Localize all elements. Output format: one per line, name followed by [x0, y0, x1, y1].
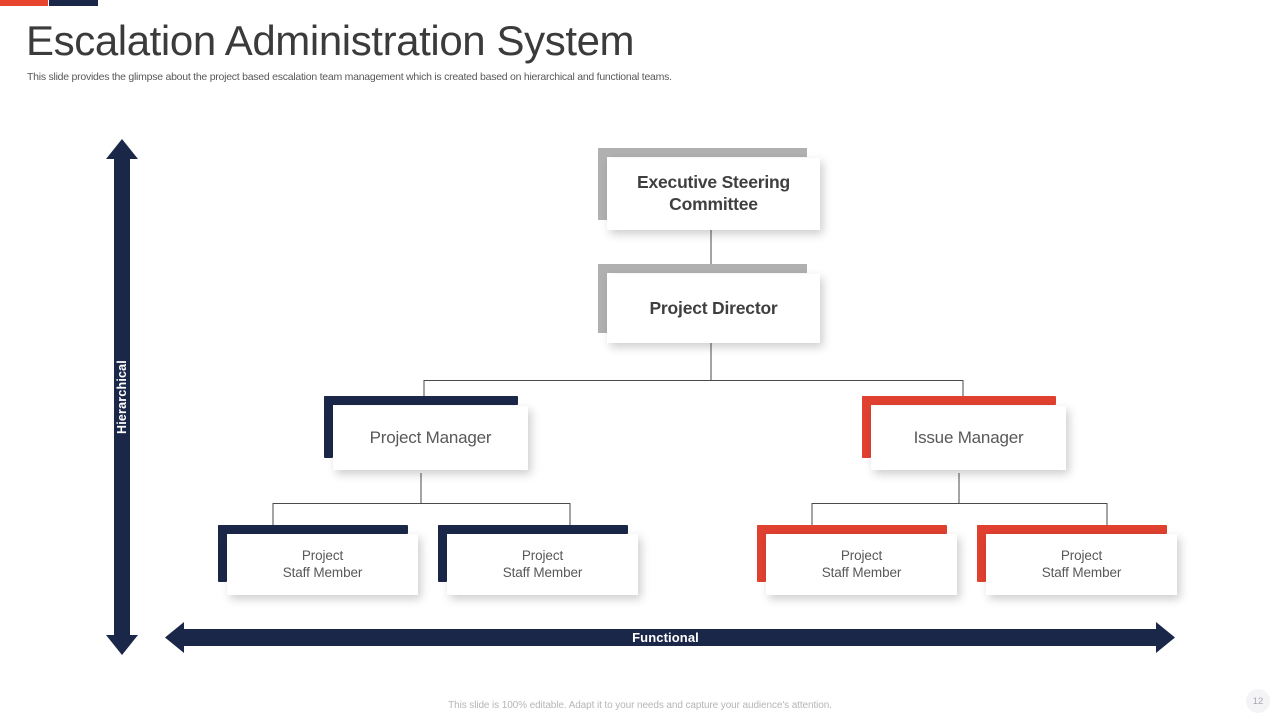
accent-bar-red: [0, 0, 48, 6]
node-card: Project Staff Member: [766, 534, 957, 595]
node-label: Executive Steering Committee: [637, 172, 790, 216]
org-node-staff-member-4[interactable]: Project Staff Member: [977, 525, 1177, 603]
node-label-line2: Committee: [669, 194, 758, 214]
node-accent-gray: [598, 264, 807, 333]
node-label-line2: Staff Member: [502, 564, 583, 580]
node-label-line1: Executive Steering: [637, 172, 790, 193]
node-label: Project Staff Member: [503, 548, 583, 582]
node-label-line1: Project: [840, 547, 883, 563]
double-arrow-vertical-icon: [106, 139, 138, 655]
node-label: Project Director: [649, 297, 778, 318]
org-node-executive-steering-committee[interactable]: Executive Steering Committee: [598, 148, 820, 230]
node-label-line1: Project: [301, 547, 344, 563]
node-label-line2: Staff Member: [1041, 564, 1122, 580]
org-node-project-manager[interactable]: Project Manager: [324, 396, 528, 476]
page-title: Escalation Administration System: [26, 17, 635, 64]
node-card: Project Staff Member: [227, 534, 418, 595]
accent-bar-navy: [49, 0, 98, 6]
org-node-issue-manager[interactable]: Issue Manager: [862, 396, 1066, 476]
node-accent-navy: [438, 525, 628, 582]
node-label-line2: Staff Member: [821, 564, 902, 580]
node-accent-red: [757, 525, 947, 582]
node-label-line1: Project: [521, 547, 564, 563]
node-card: Issue Manager: [871, 406, 1066, 470]
org-node-staff-member-1[interactable]: Project Staff Member: [218, 525, 418, 603]
node-card: Project Manager: [333, 406, 528, 470]
org-node-staff-member-3[interactable]: Project Staff Member: [757, 525, 957, 603]
hierarchical-axis-label: Hierarchical: [115, 360, 129, 434]
double-arrow-horizontal-icon: [165, 622, 1175, 653]
hierarchical-axis-arrow: Hierarchical: [106, 139, 138, 655]
node-label: Project Staff Member: [822, 548, 902, 582]
page-subtitle: This slide provides the glimpse about th…: [27, 71, 672, 83]
node-accent-red: [977, 525, 1167, 582]
functional-axis-label: Functional: [632, 630, 699, 645]
node-accent-red: [862, 396, 1056, 458]
node-card: Project Staff Member: [447, 534, 638, 595]
node-card: Executive Steering Committee: [607, 158, 820, 230]
node-label: Issue Manager: [913, 428, 1024, 448]
org-node-staff-member-2[interactable]: Project Staff Member: [438, 525, 638, 603]
page-number: 12: [1246, 689, 1270, 713]
node-label: Project Staff Member: [283, 548, 363, 582]
functional-axis-arrow: Functional: [165, 622, 1175, 653]
node-accent-navy: [218, 525, 408, 582]
node-label: Project Staff Member: [1042, 548, 1122, 582]
footer-note: This slide is 100% editable. Adapt it to…: [448, 700, 832, 711]
node-accent-gray: [598, 148, 807, 220]
org-node-project-director[interactable]: Project Director: [598, 264, 820, 346]
node-card: Project Director: [607, 274, 820, 343]
node-label-line2: Staff Member: [282, 564, 363, 580]
node-accent-navy: [324, 396, 518, 458]
node-card: Project Staff Member: [986, 534, 1177, 595]
node-label-line1: Project: [1060, 547, 1103, 563]
node-label: Project Manager: [369, 428, 492, 448]
